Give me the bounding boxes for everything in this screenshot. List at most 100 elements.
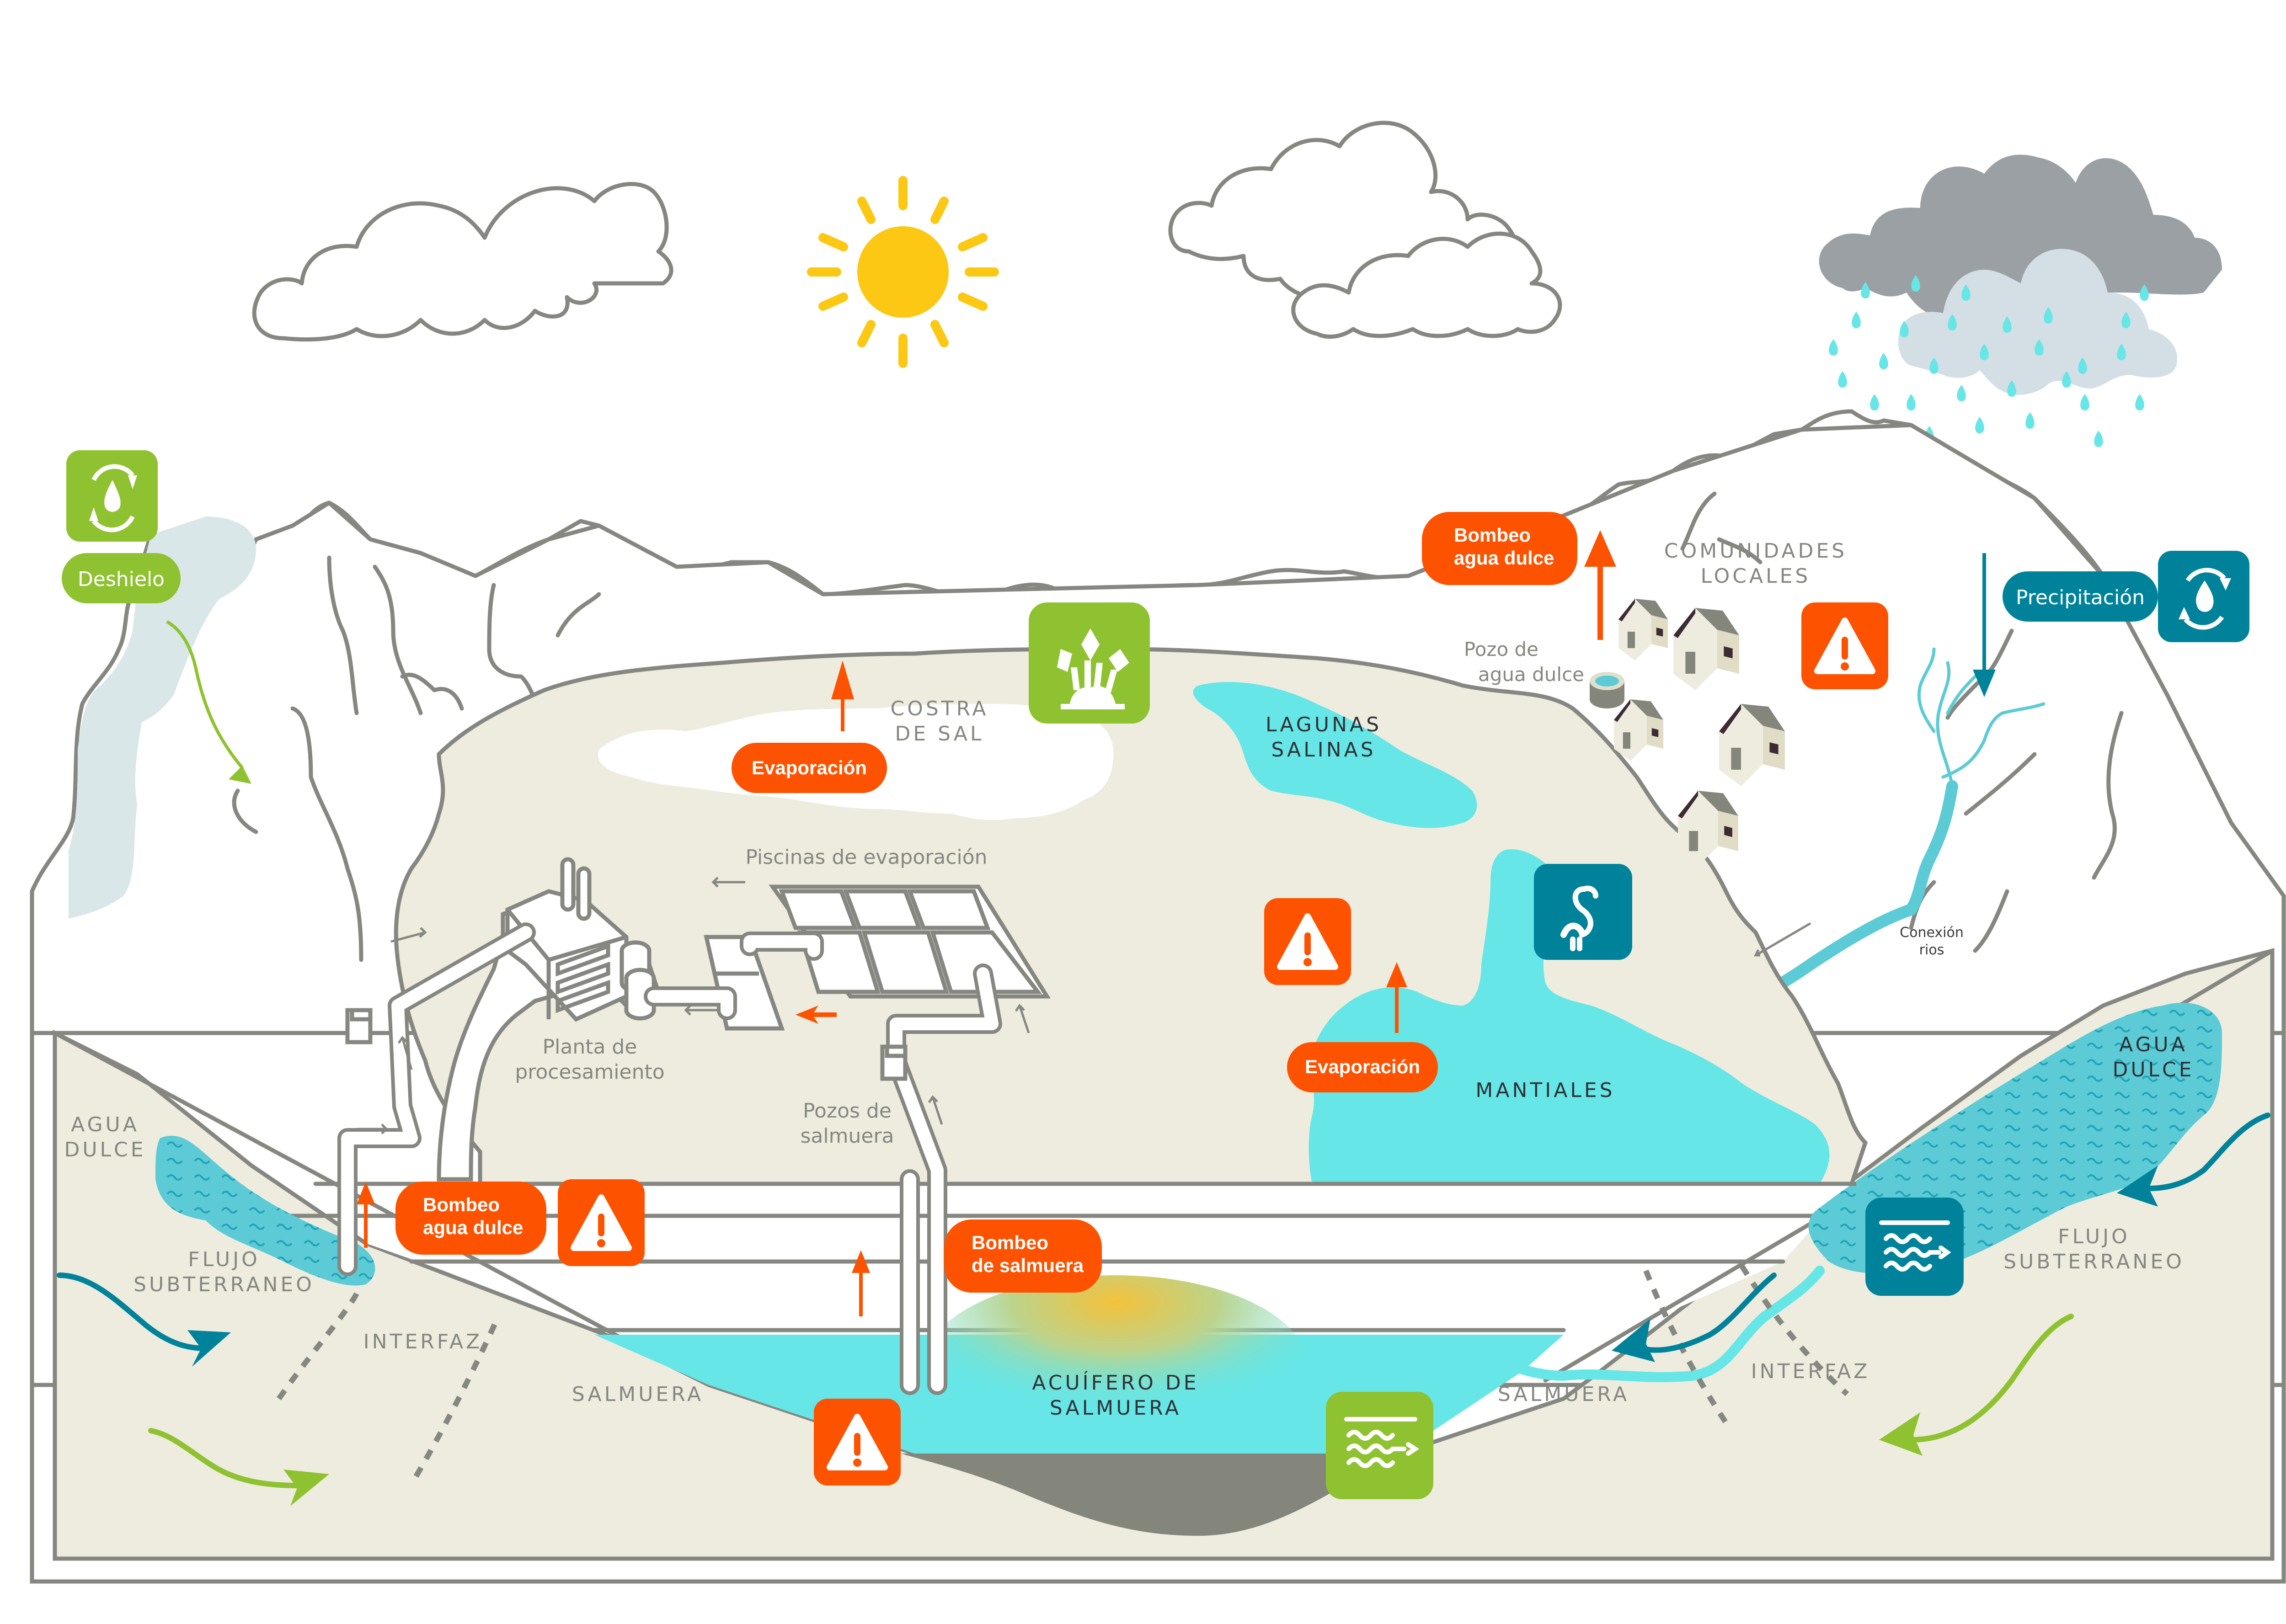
tile-groundwater-flow-green	[1326, 1392, 1433, 1499]
label-acuifero-line2: SALMUERA	[1050, 1396, 1181, 1420]
label-lagunas-line2: SALINAS	[1271, 738, 1376, 761]
pill-bombeo-agua-dulce-left: Bombeo agua dulce	[395, 1182, 546, 1255]
badge-deshielo-label: Deshielo	[78, 568, 165, 591]
water-cycle-icon	[2179, 568, 2231, 630]
pipelines	[337, 877, 1811, 1395]
label-agua-dulce-right-line1: AGUA	[2119, 1033, 2188, 1056]
rain-drops	[1829, 275, 2149, 447]
rain-drop	[1980, 344, 1989, 360]
cross-section	[30, 647, 2286, 1584]
rain-drop	[1879, 353, 1888, 369]
tile-warning	[1801, 602, 1888, 689]
label-salmuera-right: SALMUERA	[1498, 1383, 1629, 1406]
rain-drop	[2080, 394, 2089, 410]
groundwater-flow-icon	[1879, 1220, 1951, 1272]
processing-plant	[437, 857, 661, 1182]
rain-drop	[1948, 314, 1957, 330]
cloud-left	[252, 182, 673, 342]
tile-warning	[814, 1399, 901, 1486]
pill-evaporacion-costra: Evaporación	[732, 743, 887, 793]
tile-warning	[1264, 898, 1351, 985]
rain-drop	[1957, 385, 1966, 401]
badge-precipitacion: Precipitación	[2003, 551, 2249, 642]
storm-cloud	[1819, 154, 2222, 395]
house	[1673, 608, 1739, 690]
label-flujo-right-line1: FLUJO	[2058, 1225, 2130, 1248]
house	[1618, 599, 1668, 660]
label-piscinas: Piscinas de evaporación	[745, 846, 987, 869]
label-interfaz-right: INTERFAZ	[1751, 1360, 1870, 1383]
rain-drop	[1861, 282, 1870, 298]
rain-drop	[1900, 321, 1909, 337]
pill-label: Evaporación	[752, 757, 867, 778]
rain-drop	[1852, 312, 1861, 328]
badge-deshielo: Deshielo	[62, 450, 181, 603]
local-community-houses	[1614, 599, 1785, 866]
area-labels: COSTRA DE SAL LAGUNAS SALINAS MANTIALES …	[64, 539, 2194, 1420]
pill-label-line2: de salmuera	[972, 1255, 1084, 1276]
pill-label-line1: Bombeo	[1454, 524, 1531, 546]
house	[1678, 791, 1738, 866]
rain-drop	[2007, 380, 2016, 397]
infrastructure-labels: Piscinas de evaporación Planta de proces…	[515, 638, 1964, 1148]
meltwater-arrow	[166, 620, 251, 784]
rain-drop	[1975, 417, 1984, 433]
rain-drop	[1870, 394, 1879, 410]
tile-warning	[558, 1179, 645, 1266]
label-conexion-line1: Conexión	[1900, 925, 1964, 941]
label-mantiales: MANTIALES	[1475, 1079, 1615, 1102]
rain-drop	[1961, 284, 1971, 301]
rain-drop	[1838, 371, 1847, 388]
rain-drop	[1911, 275, 1920, 292]
house	[1614, 699, 1663, 761]
rain-drop	[2062, 371, 2071, 388]
label-lagunas-line1: LAGUNAS	[1266, 713, 1382, 736]
fresh-water-well-icon	[1590, 672, 1624, 708]
pill-label-line1: Bombeo	[972, 1232, 1048, 1253]
label-flujo-left-line1: FLUJO	[188, 1248, 260, 1271]
rain-drop	[2025, 412, 2035, 429]
tile-groundwater-flow-teal	[1865, 1198, 1964, 1296]
label-planta-line1: Planta de	[543, 1035, 637, 1059]
pill-label-line1: Bombeo	[423, 1194, 500, 1215]
process-arrows	[357, 530, 1616, 1316]
pill-bombeo-salmuera: Bombeo de salmuera	[944, 1219, 1102, 1293]
water-cycle-icon	[89, 464, 137, 532]
rain-drop	[1829, 339, 1838, 356]
label-agua-dulce-left-line1: AGUA	[71, 1113, 139, 1136]
rain-drop	[2003, 316, 2012, 333]
pill-bombeo-agua-dulce-top: Bombeo agua dulce	[1422, 512, 1577, 585]
rain-drop	[2135, 394, 2144, 410]
rain-drop	[2121, 312, 2131, 328]
salt-crystal-icon	[1057, 628, 1129, 709]
label-salmuera-left: SALMUERA	[572, 1383, 704, 1406]
cloud-center	[1168, 121, 1562, 339]
house	[1719, 704, 1785, 786]
label-interfaz-left: INTERFAZ	[363, 1330, 483, 1353]
label-costra-line1: COSTRA	[890, 697, 988, 720]
label-agua-dulce-left-line2: DULCE	[64, 1138, 146, 1161]
pill-label-line2: agua dulce	[1454, 547, 1554, 569]
label-costra-line2: DE SAL	[895, 722, 984, 745]
label-agua-dulce-right-line2: DULCE	[2112, 1058, 2194, 1081]
rain-drop	[2035, 339, 2044, 356]
label-conexion-line2: rios	[1919, 942, 1944, 958]
pill-label: Evaporación	[1305, 1056, 1420, 1077]
label-pozo-agua-line2: agua dulce	[1478, 663, 1584, 686]
rain-drop	[2094, 431, 2103, 447]
rain-drop	[1907, 394, 1916, 410]
tile-flamingo	[1534, 864, 1632, 960]
sun-icon	[807, 176, 999, 368]
label-acuifero-line1: ACUÍFERO DE	[1032, 1370, 1199, 1395]
flamingo-icon	[1560, 885, 1598, 951]
pill-evaporacion-mantiales: Evaporación	[1287, 1042, 1438, 1092]
label-comunidades-line1: COMUNIDADES	[1664, 539, 1847, 563]
label-planta-line2: procesamiento	[515, 1060, 664, 1084]
pill-label-line2: agua dulce	[423, 1217, 523, 1238]
label-flujo-left-line2: SUBTERRANEO	[134, 1273, 315, 1296]
label-comunidades-line2: LOCALES	[1701, 564, 1811, 588]
rain-drop	[2044, 307, 2053, 324]
groundwater-flow-icon	[1344, 1417, 1420, 1468]
rain-drop	[2117, 344, 2126, 360]
